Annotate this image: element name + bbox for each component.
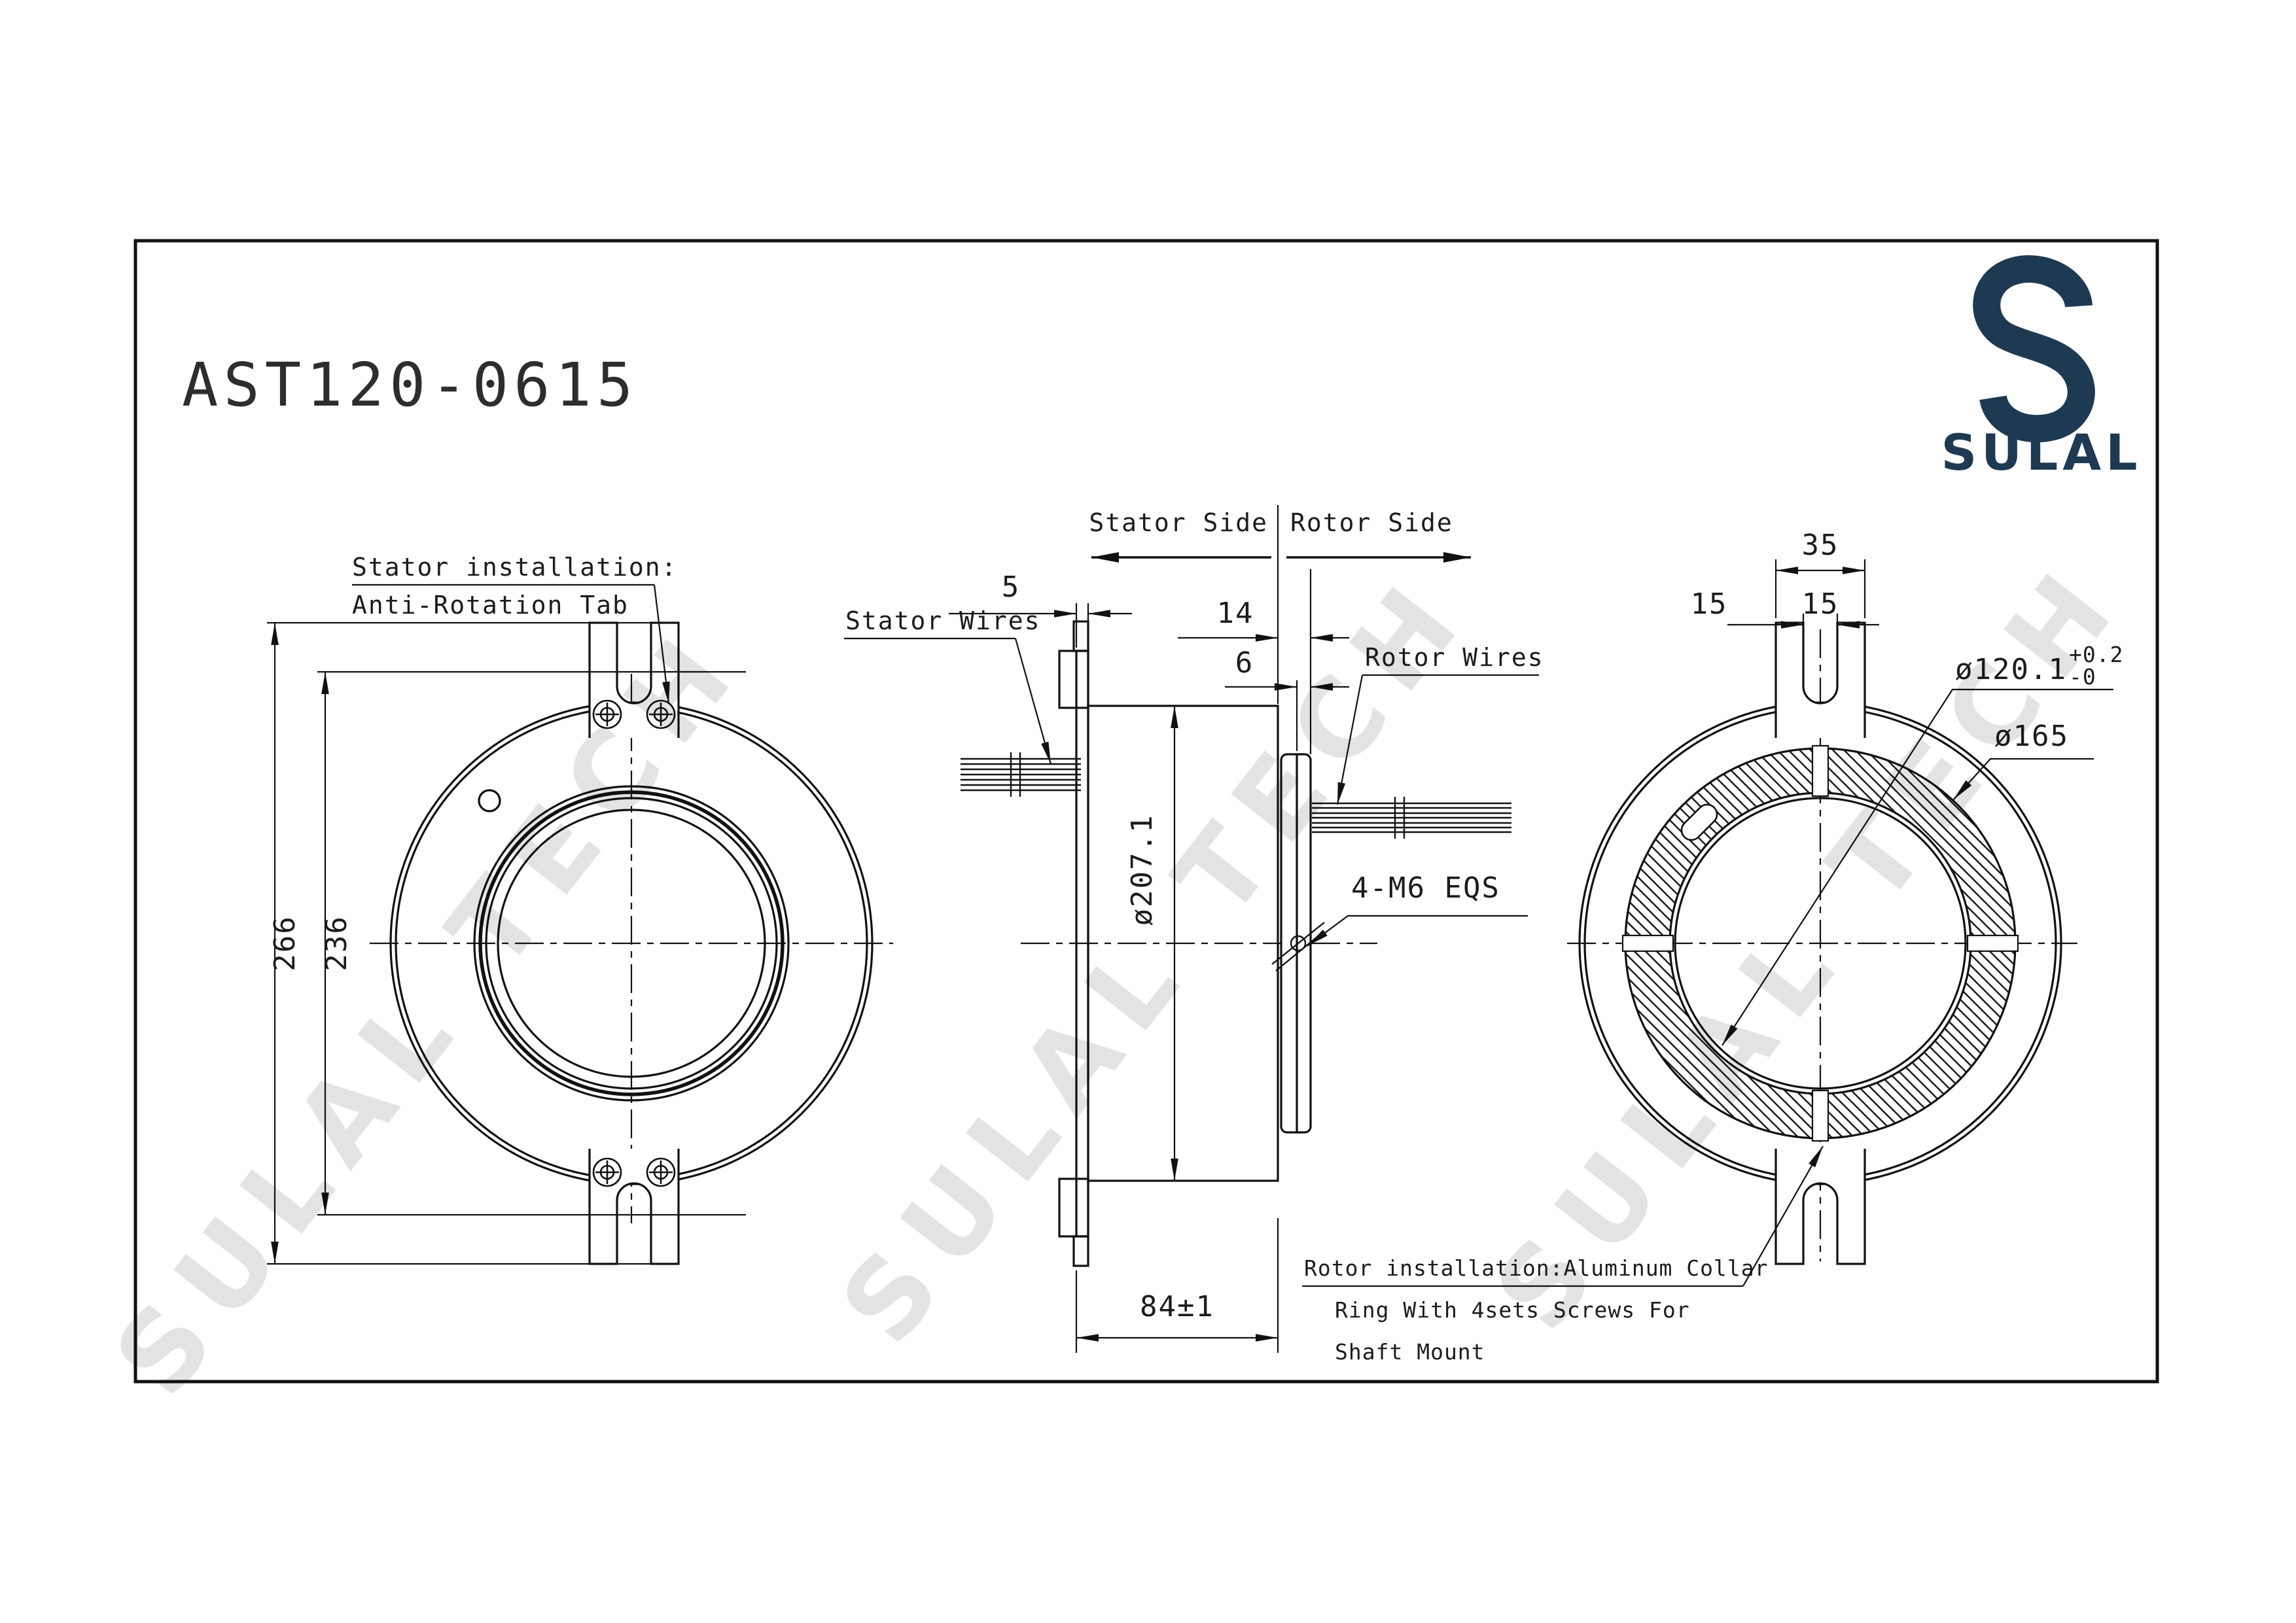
watermark-left: SULAL TECH [90, 602, 766, 1418]
stator-install-label-line1: Stator installation: [352, 553, 678, 582]
rotor-install-line1: Rotor installation:Aluminum Collar [1304, 1255, 1769, 1281]
rotor-bore-circle [1674, 797, 1967, 1090]
rotor-install-line3: Shaft Mount [1335, 1339, 1485, 1365]
stator-body [1087, 705, 1279, 1182]
stator-install-leader [653, 584, 670, 705]
tab-screws [592, 699, 676, 1187]
right-view: 35 15 15 ø120.1 +0.2 -0 ø165 Rotor insta… [1302, 529, 2123, 1365]
stator-install-label-line2: Anti-Rotation Tab [352, 591, 629, 620]
collar-screw-slots [1621, 744, 2019, 1142]
sulal-logo-mark [1973, 255, 2095, 443]
dim-14: 14 [1217, 597, 1254, 630]
stator-ring-circle-1 [473, 785, 790, 1102]
stator-wires [961, 752, 1081, 797]
rotor-view-tab-top [1775, 621, 1866, 738]
dim-6: 6 [1235, 646, 1254, 680]
stator-pin-hole [478, 789, 501, 812]
collar-key-slot [1680, 803, 1718, 841]
dim-207: ø207.1 [1125, 814, 1159, 926]
dim-120: ø120.1 [1955, 653, 2067, 686]
watermark-middle: SULAL TECH [817, 550, 1492, 1366]
sulal-logo: SULAL [1941, 255, 2142, 481]
dim-120-tol-plus: +0.2 [2069, 642, 2123, 667]
tab-tip-bottom [1072, 1235, 1089, 1267]
m6-note: 4-M6 EQS [1351, 871, 1500, 905]
dim-5: 5 [1002, 570, 1021, 604]
dim-120-leader [1722, 688, 2113, 1046]
dim-165: ø165 [1994, 720, 2069, 753]
left-view: 266 236 Stator installation: Anti-Rotati… [267, 553, 893, 1265]
m6-leader [1307, 915, 1528, 947]
tab-block-top [1058, 650, 1089, 709]
dim-165-leader [1953, 758, 2094, 800]
drawing-border [133, 239, 2159, 1384]
anti-rotation-tab-bottom [588, 1149, 680, 1265]
section-view: Stator Side Rotor Side 5 [844, 505, 1544, 1353]
watermark-right: SULAL TECH [1471, 537, 2147, 1353]
rotor-view-tab-bottom [1775, 1149, 1866, 1265]
sulal-logo-text: SULAL [1941, 423, 2142, 481]
dim-35: 35 [1802, 529, 1839, 562]
rotor-install-line2: Ring With 4sets Screws For [1335, 1297, 1690, 1323]
stator-side-label: Stator Side [1089, 508, 1268, 537]
stator-bore-circle [497, 809, 766, 1078]
rotor-wires-label: Rotor Wires [1365, 643, 1544, 672]
stator-ring-circle-2 [478, 790, 785, 1096]
dim-266: 266 [268, 915, 302, 971]
drawing-title: AST120-0615 [182, 350, 638, 420]
dim-15-left: 15 [1691, 587, 1728, 621]
rotor-install-leader [1742, 1145, 1824, 1287]
dim-84: 84±1 [1140, 1290, 1214, 1323]
dim-236: 236 [320, 915, 353, 971]
dim-120-tol-minus: -0 [2069, 664, 2096, 689]
stator-wires-leader [1014, 638, 1052, 765]
stator-wires-label: Stator Wires [845, 606, 1041, 635]
tab-block-bottom [1058, 1178, 1089, 1238]
stator-ring-circle-3 [485, 797, 778, 1090]
rotor-side-label: Rotor Side [1290, 508, 1453, 537]
rotor-wires-leader [1336, 674, 1364, 805]
dim-15-center: 15 [1802, 587, 1839, 621]
